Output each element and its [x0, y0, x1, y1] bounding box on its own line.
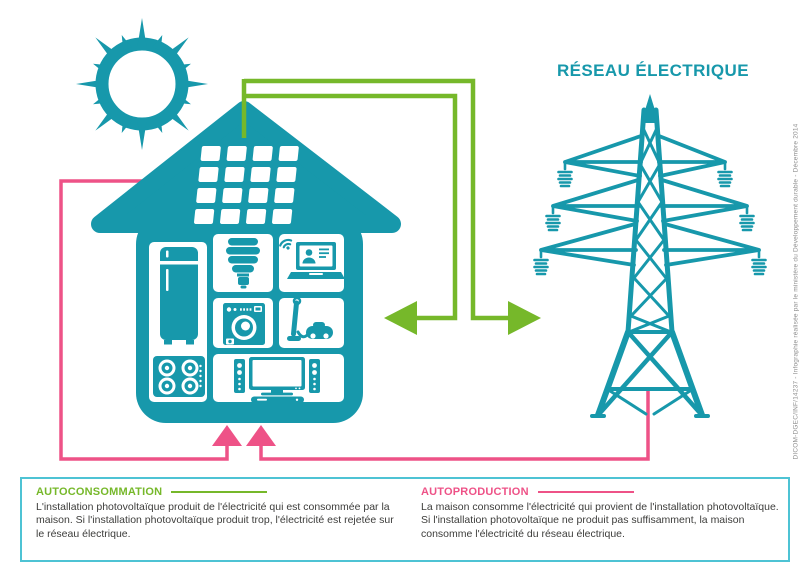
up-arrow-icon	[246, 425, 276, 446]
autoproduction-title: AUTOPRODUCTION	[421, 486, 529, 498]
washing-machine-icon	[223, 303, 265, 345]
right-arrow-icon	[508, 301, 541, 335]
stove-icon	[153, 356, 205, 397]
roof	[91, 101, 401, 233]
legend-autoproduction: AUTOPRODUCTION La maison consomme l'élec…	[421, 486, 783, 541]
fridge-icon	[160, 247, 198, 345]
crossarms	[533, 134, 767, 276]
cfl-bulb-icon	[226, 238, 260, 289]
autoproduction-flow-line	[246, 388, 650, 461]
autoconsommation-text: L'installation photovoltaïque produit de…	[36, 501, 394, 540]
reseau-electrique-title: RÉSEAU ÉLECTRIQUE	[557, 61, 749, 80]
autoconsommation-flow-line	[59, 179, 242, 461]
wifi-icon	[279, 238, 293, 250]
credit-text: DICOM-DGEC/INF/14237 - Infographie réali…	[792, 123, 800, 460]
left-arrow-icon	[384, 301, 417, 335]
autoconsommation-title: AUTOCONSOMMATION	[36, 486, 163, 498]
laptop-icon	[279, 238, 345, 279]
house-with-solar-panels-icon	[91, 101, 401, 423]
sun-icon	[76, 18, 208, 150]
transmission-tower-icon	[533, 94, 767, 418]
legend-box: AUTOCONSOMMATION L'installation photovol…	[20, 477, 790, 562]
up-arrow-icon	[212, 425, 242, 446]
pink-rule	[537, 490, 634, 494]
legend-autoconsommation: AUTOCONSOMMATION L'installation photovol…	[36, 486, 404, 541]
tv-hifi-icon	[234, 357, 320, 403]
green-rule	[171, 490, 268, 494]
solar-production-exchange-arrows	[241, 78, 541, 335]
autoproduction-text: La maison consomme l'électricité qui pro…	[421, 501, 779, 540]
vacuum-cleaner-icon	[287, 296, 333, 341]
